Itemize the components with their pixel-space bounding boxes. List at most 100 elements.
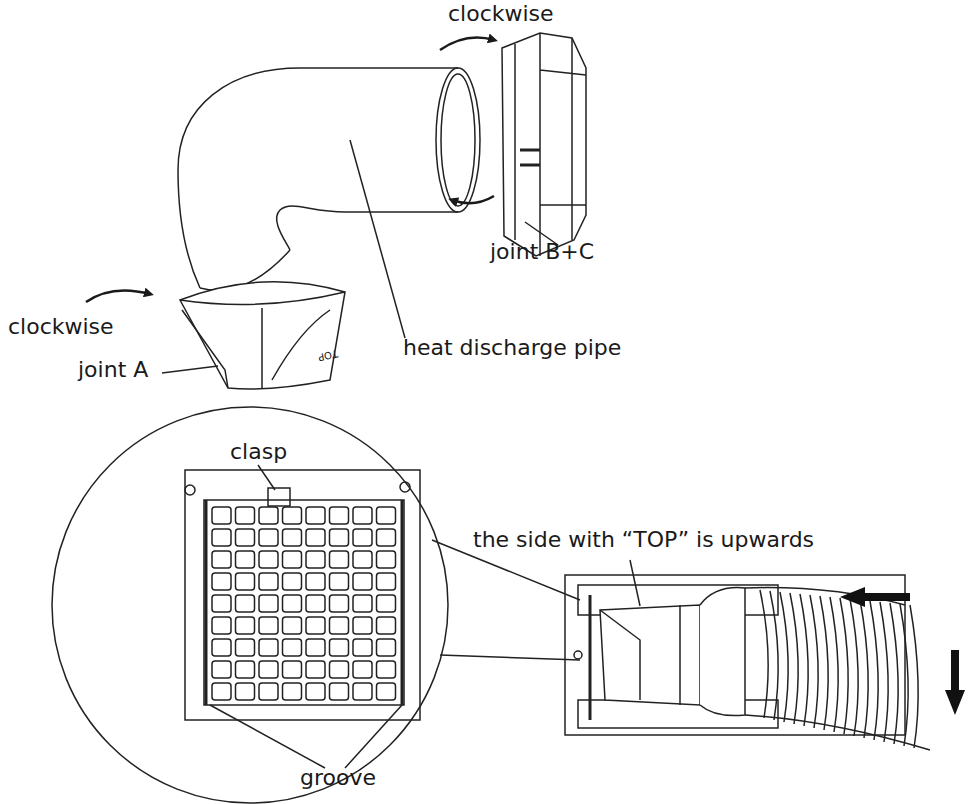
hose-rib	[850, 599, 858, 736]
grille-cell	[306, 639, 325, 656]
grille-cell	[212, 661, 231, 678]
hose-rib	[820, 596, 828, 730]
grille-cell	[330, 551, 349, 568]
push-arrow	[945, 650, 965, 715]
grille-cell	[377, 551, 396, 568]
grille-cell	[306, 529, 325, 546]
joint-bc-detail	[515, 33, 586, 256]
grille-cell	[236, 617, 255, 634]
grille-cell	[259, 683, 278, 700]
part-name: groove	[300, 766, 376, 790]
grille-cell	[259, 551, 278, 568]
hose-ribs	[760, 590, 918, 748]
grille-cell	[212, 617, 231, 634]
grille-cell	[212, 595, 231, 612]
grille-cell	[377, 507, 396, 524]
grille-cell	[377, 661, 396, 678]
joint-detail	[600, 605, 680, 705]
grille-cell	[330, 683, 349, 700]
groove-rail	[205, 500, 208, 705]
hose-rib	[830, 597, 838, 732]
joint-a	[180, 282, 345, 389]
pipe-opening	[436, 68, 480, 212]
grille-cell	[377, 595, 396, 612]
grille-cell	[236, 661, 255, 678]
vent-frame	[185, 470, 420, 720]
hose-rib	[790, 593, 798, 724]
grille-cell	[212, 573, 231, 590]
leader-line	[350, 140, 405, 338]
grille-cell	[212, 639, 231, 656]
grille-cell	[330, 507, 349, 524]
grille-cell	[377, 617, 396, 634]
grille-cell	[236, 573, 255, 590]
grille	[204, 500, 404, 705]
hose-rib	[840, 598, 848, 734]
rotation-arrows	[86, 38, 494, 302]
hose-rib	[860, 600, 868, 738]
grille-cells	[212, 507, 396, 700]
part-name: heat discharge pipe	[403, 336, 621, 360]
grille-cell	[306, 573, 325, 590]
grille-cell	[377, 639, 396, 656]
panel-group	[565, 560, 930, 750]
grille-cell	[236, 639, 255, 656]
grille-cell	[259, 617, 278, 634]
pipe-inner	[277, 206, 458, 250]
rotation-arrow	[86, 290, 150, 302]
grille-cell	[259, 595, 278, 612]
screw	[400, 482, 410, 492]
joint-bc	[502, 33, 586, 256]
grille-cell	[212, 551, 231, 568]
grille-cell	[330, 639, 349, 656]
groove-rail	[401, 500, 404, 705]
zoom-line	[432, 540, 580, 660]
hose-rib	[770, 591, 778, 720]
part-name: joint B+C	[490, 240, 594, 264]
grille-cell	[330, 617, 349, 634]
pipe-opening-inner	[441, 74, 475, 206]
pipe-outer	[178, 68, 458, 288]
groove-rail	[589, 595, 592, 720]
grille-cell	[330, 529, 349, 546]
hose-rib	[880, 602, 888, 742]
hose-rib	[810, 595, 818, 728]
hose	[745, 588, 930, 750]
grille-cell	[212, 507, 231, 524]
grille-cell	[259, 661, 278, 678]
clasp-tab	[268, 488, 290, 506]
push-arrow	[840, 587, 910, 607]
grille-cell	[283, 683, 302, 700]
part-name: joint A	[78, 358, 148, 382]
grille-cell	[353, 639, 372, 656]
grille-cell	[353, 551, 372, 568]
push-arrows	[840, 587, 965, 715]
hose-rib	[900, 604, 908, 746]
grille-cell	[353, 661, 372, 678]
grille-cell	[353, 529, 372, 546]
grille-cell	[306, 661, 325, 678]
grille-cell	[283, 551, 302, 568]
grille-cell	[306, 617, 325, 634]
hose-rib	[780, 592, 788, 722]
grille-cell	[236, 529, 255, 546]
pipe-collar	[700, 588, 745, 716]
grille-cell	[259, 639, 278, 656]
screw	[574, 651, 582, 659]
grille-cell	[283, 507, 302, 524]
leader-line	[210, 705, 402, 768]
rotation-arrow	[440, 38, 494, 50]
grille-cell	[353, 683, 372, 700]
rotation-label: clockwise	[448, 2, 554, 26]
grille-cell	[259, 529, 278, 546]
grille-cell	[306, 551, 325, 568]
leader-line	[258, 465, 275, 490]
grille-cell	[212, 683, 231, 700]
grille-cell	[236, 683, 255, 700]
grille-cell	[236, 551, 255, 568]
screw	[185, 485, 195, 495]
grille-cell	[377, 573, 396, 590]
inset-circle	[52, 407, 448, 803]
